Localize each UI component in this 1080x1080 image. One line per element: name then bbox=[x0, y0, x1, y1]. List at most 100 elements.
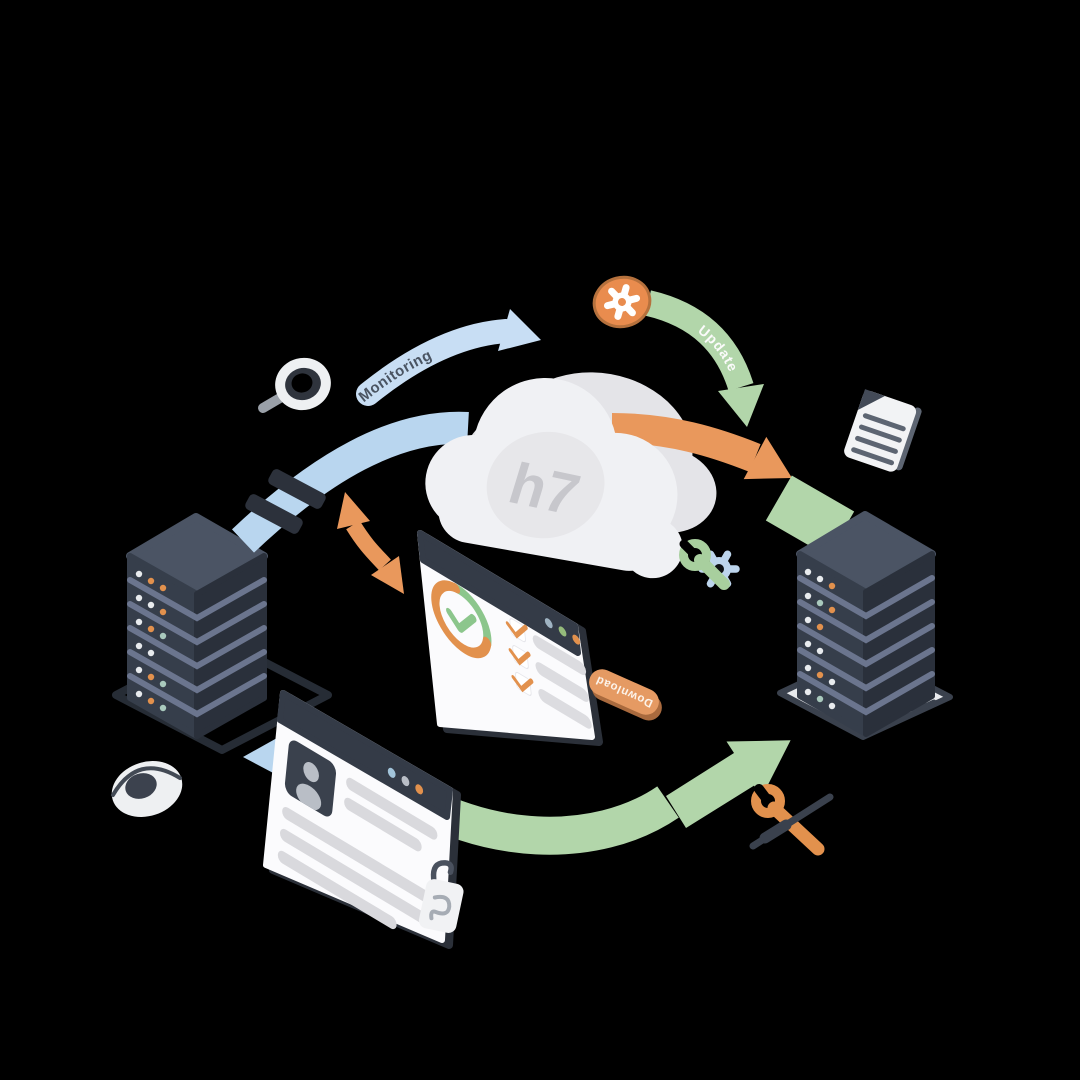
wrench-handle bbox=[767, 801, 825, 856]
led bbox=[135, 666, 143, 674]
window-dot bbox=[544, 618, 553, 629]
server-stripe bbox=[127, 601, 267, 646]
checkbox-check-icon bbox=[508, 648, 531, 666]
text-bar bbox=[280, 828, 429, 925]
led bbox=[135, 594, 143, 602]
text-bar bbox=[277, 850, 397, 930]
checklist-row bbox=[505, 618, 587, 676]
led bbox=[804, 640, 812, 648]
server-left bbox=[112, 513, 332, 754]
window-dot bbox=[387, 767, 396, 778]
led bbox=[804, 664, 812, 672]
window-dot bbox=[401, 776, 410, 787]
led bbox=[159, 584, 167, 592]
server-stripe bbox=[127, 625, 267, 670]
led bbox=[804, 568, 812, 576]
screwdriver-handle bbox=[759, 819, 792, 844]
gear-badge-icon bbox=[592, 275, 652, 329]
led bbox=[135, 690, 143, 698]
lock-keyhole bbox=[429, 894, 452, 921]
checklist-window: Download bbox=[417, 530, 662, 746]
cloud-logo-disc bbox=[486, 431, 605, 539]
server-right-stripes bbox=[797, 575, 935, 716]
magnifier-icon bbox=[258, 357, 331, 413]
led bbox=[816, 575, 824, 583]
led bbox=[828, 582, 836, 590]
window-dot bbox=[572, 634, 581, 645]
sync-arrow-orange bbox=[337, 492, 404, 594]
led bbox=[147, 697, 155, 705]
sync-arrowhead-up bbox=[337, 492, 370, 529]
led bbox=[816, 671, 824, 679]
checklist-row bbox=[511, 671, 592, 729]
checklist-content bbox=[431, 580, 592, 729]
row-text-bar bbox=[538, 688, 592, 729]
led bbox=[135, 618, 143, 626]
window-dot bbox=[558, 626, 567, 637]
server-right-leds bbox=[804, 568, 836, 710]
sync-band bbox=[346, 520, 391, 571]
server-stripe bbox=[797, 623, 935, 668]
server-left-stripes bbox=[127, 577, 267, 718]
wrench-handle bbox=[694, 554, 730, 590]
led bbox=[828, 678, 836, 686]
magnifier-handle bbox=[258, 393, 285, 413]
cloud: h7 bbox=[425, 378, 683, 579]
led bbox=[804, 616, 812, 624]
provision-arrowhead bbox=[666, 740, 791, 828]
document-icon bbox=[844, 389, 922, 472]
lock-icon bbox=[418, 860, 464, 933]
gear-hole bbox=[618, 298, 626, 306]
link-sleeve bbox=[245, 494, 303, 534]
progress-ring-green bbox=[451, 582, 492, 648]
checkbox-check-icon bbox=[505, 621, 528, 639]
deploy-arrowhead bbox=[743, 436, 792, 480]
led bbox=[804, 688, 812, 696]
deploy-arrow-orange bbox=[611, 413, 792, 480]
sync-arrowhead-down bbox=[371, 556, 404, 594]
progress-ring-orange bbox=[431, 580, 492, 659]
text-bar bbox=[344, 797, 422, 852]
led bbox=[147, 577, 155, 585]
lock-shackle bbox=[430, 860, 454, 882]
update-band bbox=[644, 290, 754, 392]
eye-pupil bbox=[125, 773, 157, 799]
wrench-gear-icon bbox=[679, 539, 740, 590]
server-stripe bbox=[127, 649, 267, 694]
avatar-head bbox=[303, 761, 319, 783]
checklist-row bbox=[508, 645, 589, 702]
led bbox=[159, 680, 167, 688]
update-arrowhead bbox=[718, 384, 764, 427]
led bbox=[147, 601, 155, 609]
led bbox=[804, 592, 812, 600]
eye-rim bbox=[111, 766, 182, 797]
led bbox=[159, 608, 167, 616]
server-stripe bbox=[797, 671, 935, 716]
server-left-leds bbox=[135, 570, 167, 712]
text-bar bbox=[282, 806, 431, 903]
magnifier-lens bbox=[291, 373, 313, 393]
wrench-jaw bbox=[751, 784, 785, 818]
server-right bbox=[765, 475, 953, 740]
server-cloud-link bbox=[231, 411, 469, 553]
cloud-logo: h7 bbox=[486, 431, 605, 539]
card-pointer-icon bbox=[243, 738, 277, 775]
led bbox=[828, 702, 836, 710]
server-stripe bbox=[127, 673, 267, 718]
server-stripe bbox=[797, 575, 935, 620]
row-text-bar bbox=[532, 635, 587, 676]
download-pill-face bbox=[589, 669, 659, 715]
link-sleeve bbox=[268, 469, 326, 509]
led bbox=[147, 649, 155, 657]
text-bar bbox=[346, 777, 438, 840]
eye-icon bbox=[111, 761, 183, 817]
monitoring-band bbox=[356, 319, 518, 406]
check-icon bbox=[446, 607, 477, 633]
checkbox-check-icon bbox=[511, 674, 534, 693]
led bbox=[147, 625, 155, 633]
led bbox=[828, 606, 836, 614]
led bbox=[159, 632, 167, 640]
deploy-arrow-band bbox=[611, 413, 761, 472]
